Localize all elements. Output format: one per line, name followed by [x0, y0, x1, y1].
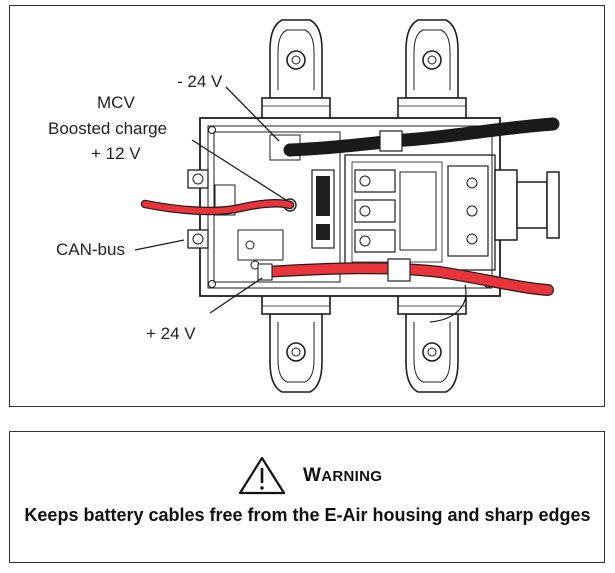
leader-lines [134, 86, 287, 314]
label-plus-12v: + 12 V [91, 144, 141, 163]
label-mcv: MCV [97, 93, 135, 112]
warning-title-rest: ARNING [321, 468, 383, 485]
label-can-bus: CAN-bus [56, 240, 125, 259]
mount-top-right [397, 19, 467, 121]
mount-bottom-right [397, 291, 467, 393]
label-plus-24v: + 24 V [146, 324, 196, 343]
diagram-frame [9, 5, 605, 407]
warning-title: WARNING [303, 465, 382, 487]
cable-black [283, 117, 560, 157]
warning-triangle-icon [238, 456, 286, 495]
cable-red-left [140, 199, 295, 216]
mount-top-left [261, 19, 331, 121]
sense-wire [429, 284, 467, 323]
cable-red-plus24v [257, 258, 554, 296]
warning-text: Keeps battery cables free from the E-Air… [24, 505, 591, 525]
warning-box [9, 431, 605, 563]
mount-bottom-left [261, 291, 331, 393]
label-minus-24v: - 24 V [177, 72, 223, 91]
warning-title-initial: W [303, 465, 322, 486]
label-boosted-charge: Boosted charge [48, 119, 168, 138]
